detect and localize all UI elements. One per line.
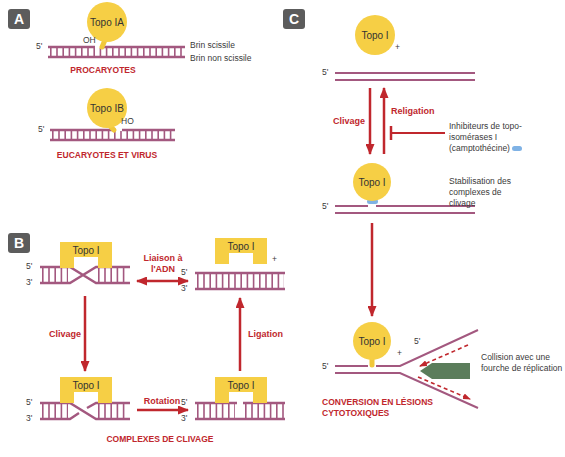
step-label: Ligation: [248, 329, 298, 340]
step-arrow: [369, 88, 372, 154]
step-label: Rotation: [132, 396, 192, 407]
enzyme-circle: Topo I: [335, 322, 475, 376]
group-title: PROCARYOTES: [53, 65, 153, 76]
strand-end: 3': [181, 283, 187, 294]
inhibition-line: [391, 132, 445, 134]
strand-end: 5': [26, 397, 32, 408]
panel-letter-box: [283, 9, 305, 29]
dna-strand: [48, 47, 185, 57]
new-strand: [420, 345, 468, 366]
enzyme-name: Topo I: [227, 380, 254, 391]
strand-end: 3': [26, 413, 32, 424]
enzyme-shape: [60, 242, 112, 268]
step-arrow: [84, 296, 87, 371]
step-label: Religation: [391, 106, 451, 117]
dna-strand: [335, 73, 475, 80]
enzyme-name: Topo I: [72, 245, 99, 256]
panel-letter-text: C: [289, 12, 299, 26]
hydroxyl-group: OH: [83, 35, 96, 46]
annotation: Collision avec une fourche de réplicatio…: [481, 352, 565, 374]
enzyme-name: Topo I: [358, 336, 385, 347]
strand-end: 5': [322, 361, 328, 372]
enzyme-shape: [353, 163, 391, 201]
strand-end: 5': [181, 397, 187, 408]
enzyme-name: Topo IB: [90, 103, 124, 114]
enzyme-name: Topo I: [227, 241, 254, 252]
drug-molecule: [512, 146, 522, 151]
strand-end: 5': [38, 124, 44, 135]
panel-letter: B: [8, 233, 30, 253]
panel-letter-text: B: [14, 236, 24, 250]
strand-end: 5': [181, 267, 187, 278]
new-strand: [418, 377, 470, 399]
dna-rungs: [42, 268, 68, 282]
strand-end: 3': [181, 413, 187, 424]
strand-end: 5': [322, 67, 328, 78]
enzyme-name: Topo I: [72, 380, 99, 391]
panel-letter-text: A: [14, 12, 24, 26]
dna-rungs: [42, 404, 68, 418]
enzyme-shape: [215, 238, 267, 264]
enzyme-name: Topo I: [358, 177, 385, 188]
panel-letter-box: [8, 233, 30, 253]
enzyme-shape: [355, 15, 395, 55]
step-arrow: [239, 298, 242, 371]
dna-rungs: [197, 404, 235, 418]
hydroxyl-group: HO: [121, 116, 134, 127]
strand-end: 5': [322, 201, 328, 212]
charge-sign: +: [397, 348, 402, 359]
step-label: Liaison à l'ADN: [143, 253, 183, 275]
step-arrow: [137, 409, 188, 412]
dna-strand: [40, 403, 130, 419]
panel-letter: C: [283, 9, 305, 29]
step-label: Clivage: [315, 116, 365, 127]
strand-end: 5': [26, 261, 32, 272]
dna-rungs: [197, 274, 284, 288]
dna-rungs: [98, 268, 129, 282]
dna-rungs: [50, 48, 184, 56]
group-title: CONVERSION EN LÉSIONS CYTOTOXIQUES: [322, 397, 472, 419]
panel-letter: A: [8, 9, 30, 29]
enzyme-shape: [353, 322, 391, 360]
step-arrow: [371, 223, 374, 316]
enzyme-circle: Topo I: [335, 14, 475, 82]
enzyme-name: Topo I: [361, 30, 388, 41]
strand-label: Brin non scissile: [190, 53, 251, 64]
strand-end: 3': [26, 277, 32, 288]
enzyme-complex: Topo I: [193, 377, 287, 422]
replication-fork-arrow: [420, 363, 470, 379]
node-outline: [335, 322, 475, 376]
strand-end: 5': [36, 41, 42, 52]
dna-strand: [195, 273, 285, 289]
strand-label: Brin scissile: [190, 40, 235, 51]
enzyme-shape: [215, 377, 267, 403]
strand-end: 5': [414, 336, 420, 347]
enzyme-complex: Topo I: [38, 377, 132, 422]
node-outline: [335, 14, 475, 82]
annotation: Inhibiteurs de topo-isomérases I (campto…: [449, 121, 557, 154]
group-title: EUCARYOTES ET VIRUS: [37, 150, 177, 161]
dna-strand: [195, 403, 285, 419]
enzyme-complex: Topo I: [193, 238, 287, 292]
enzyme-shape: [60, 377, 112, 403]
dna-strand: [40, 267, 130, 283]
charge-sign: +: [395, 42, 400, 53]
group-title: COMPLEXES DE CLIVAGE: [60, 434, 260, 445]
annotation: Stabilisation des complexes de clivage: [449, 176, 519, 209]
dna-rungs: [245, 404, 284, 418]
step-arrow: [383, 88, 386, 154]
charge-sign: +: [272, 254, 277, 265]
step-label: Clivage: [31, 329, 81, 340]
dna-rungs: [98, 404, 129, 418]
step-arrow: [137, 280, 188, 283]
panel-letter-box: [8, 9, 30, 29]
enzyme-name: Topo IA: [90, 17, 124, 28]
enzyme-complex: Topo I: [38, 242, 132, 290]
